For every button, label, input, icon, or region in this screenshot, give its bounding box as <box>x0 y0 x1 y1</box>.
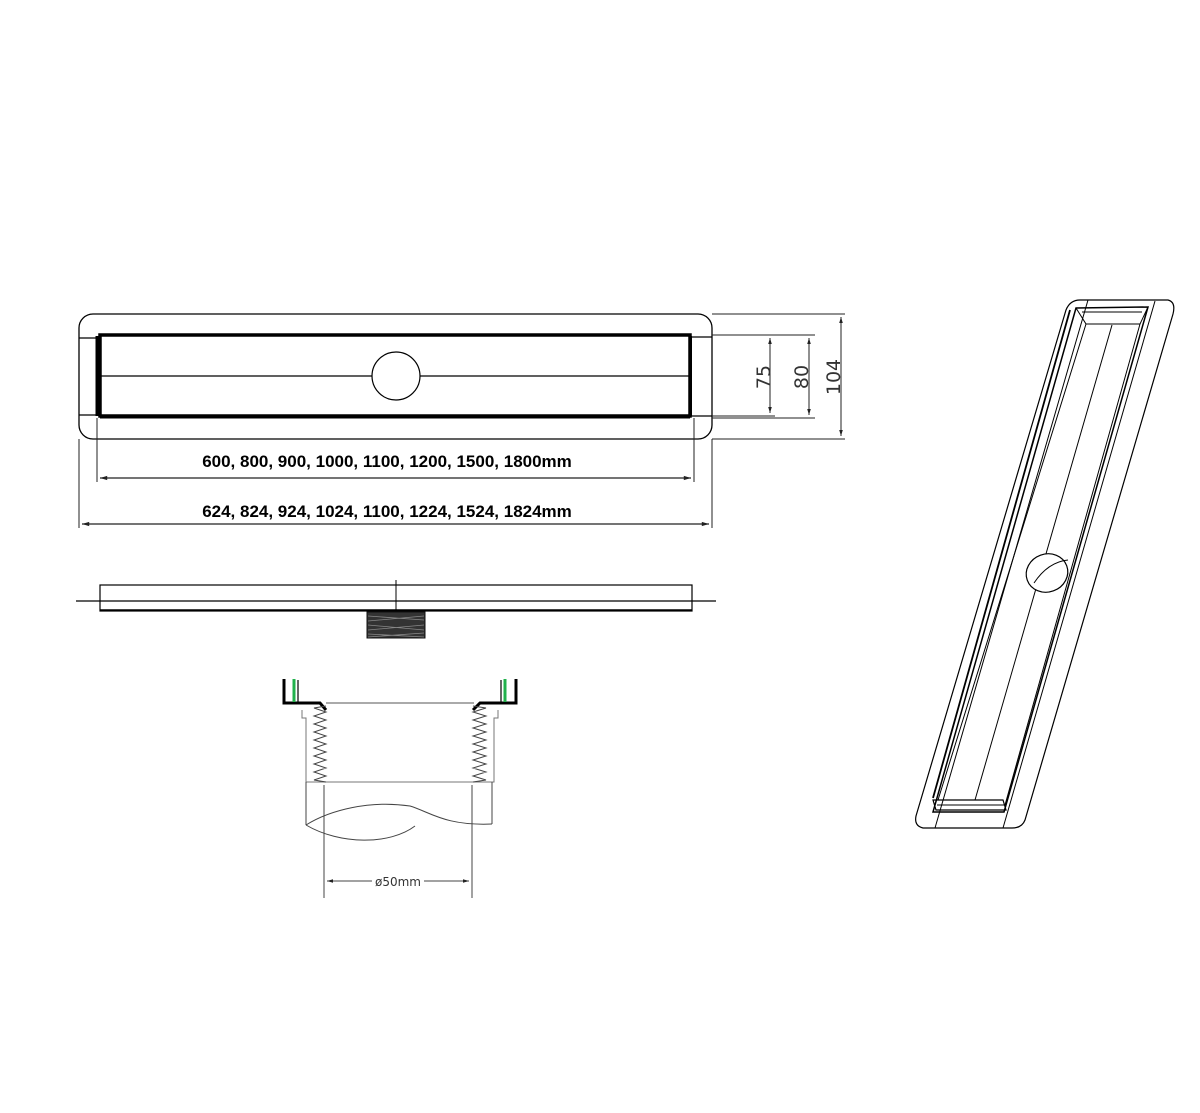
diameter-label: ø50mm <box>375 875 421 889</box>
dim-75: 75 <box>753 365 775 389</box>
overall-lengths-label: 624, 824, 924, 1024, 1100, 1224, 1524, 1… <box>202 502 572 521</box>
height-dimensions <box>712 313 845 440</box>
dim-80: 80 <box>791 365 813 389</box>
channel-lengths-label: 600, 800, 900, 1000, 1100, 1200, 1500, 1… <box>202 452 572 471</box>
flange-outline <box>78 313 713 440</box>
dim-104: 104 <box>823 359 845 395</box>
top-view <box>78 313 713 440</box>
thread-right <box>471 705 488 783</box>
outlet-section <box>282 679 518 898</box>
threaded-outlet <box>366 611 426 639</box>
outlet-circle <box>371 351 421 401</box>
length-dimensions <box>78 418 713 528</box>
isometric-view <box>915 299 1175 829</box>
side-view <box>76 580 716 639</box>
thread-left <box>312 705 328 783</box>
